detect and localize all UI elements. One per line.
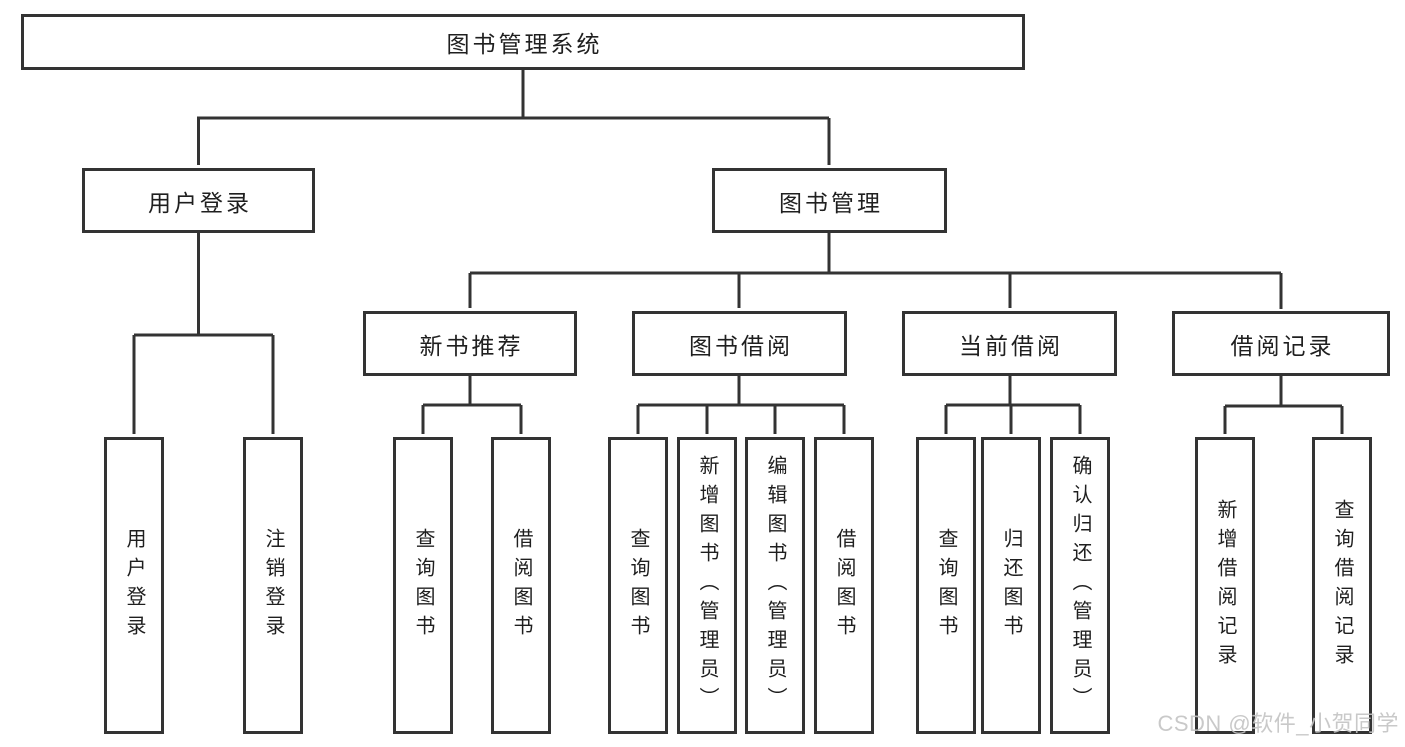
node-library-management-system-label: 图书管理系统 — [446, 31, 603, 57]
node-leaf-recommend-query-book: 查询图书 — [393, 437, 453, 734]
node-leaf-user-login-label: 用户登录 — [123, 527, 145, 644]
node-leaf-user-login: 用户登录 — [104, 437, 164, 734]
connector-trunks — [134, 70, 1342, 408]
node-user-login-branch: 用户登录 — [82, 168, 315, 233]
node-library-management-system: 图书管理系统 — [21, 14, 1025, 70]
node-leaf-current-query-book: 查询图书 — [916, 437, 976, 734]
node-new-book-recommend: 新书推荐 — [363, 311, 577, 376]
node-book-management-branch: 图书管理 — [712, 168, 947, 233]
node-leaf-logout-label: 注销登录 — [262, 527, 284, 644]
connector-arrows — [132, 118, 1344, 434]
node-book-borrowing-label: 图书借阅 — [689, 332, 793, 359]
node-current-borrowing-label: 当前借阅 — [959, 332, 1063, 359]
node-leaf-recommend-borrow-book-label: 借阅图书 — [510, 527, 532, 644]
node-book-management-branch-label: 图书管理 — [779, 189, 883, 216]
node-leaf-confirm-return-admin: 确认归还（管理员） — [1050, 437, 1110, 734]
node-current-borrowing: 当前借阅 — [902, 311, 1117, 376]
csdn-watermark: CSDN @软件_小贺同学 — [1157, 711, 1399, 736]
node-leaf-borrowing-query-book: 查询图书 — [608, 437, 668, 734]
node-leaf-logout: 注销登录 — [243, 437, 303, 734]
node-leaf-add-book-admin: 新增图书（管理员） — [677, 437, 737, 734]
node-leaf-borrowing-query-book-label: 查询图书 — [627, 527, 649, 644]
node-leaf-borrowing-borrow-book-label: 借阅图书 — [833, 527, 855, 644]
node-leaf-edit-book-admin-label: 编辑图书（管理员） — [764, 455, 786, 716]
node-borrowing-records-label: 借阅记录 — [1230, 332, 1335, 359]
node-new-book-recommend-label: 新书推荐 — [419, 332, 524, 359]
node-leaf-return-book-label: 归还图书 — [1000, 527, 1022, 644]
node-leaf-query-borrow-record: 查询借阅记录 — [1312, 437, 1372, 734]
node-user-login-branch-label: 用户登录 — [148, 189, 252, 216]
node-leaf-add-book-admin-label: 新增图书（管理员） — [696, 455, 718, 716]
node-leaf-add-borrow-record: 新增借阅记录 — [1195, 437, 1255, 734]
node-leaf-add-borrow-record-label: 新增借阅记录 — [1214, 498, 1236, 673]
node-leaf-recommend-borrow-book: 借阅图书 — [491, 437, 551, 734]
node-leaf-return-book: 归还图书 — [981, 437, 1041, 734]
node-leaf-current-query-book-label: 查询图书 — [935, 527, 957, 644]
node-leaf-borrowing-borrow-book: 借阅图书 — [814, 437, 874, 734]
node-book-borrowing: 图书借阅 — [632, 311, 847, 376]
node-leaf-query-borrow-record-label: 查询借阅记录 — [1331, 498, 1353, 673]
node-leaf-recommend-query-book-label: 查询图书 — [412, 527, 434, 644]
node-borrowing-records: 借阅记录 — [1172, 311, 1390, 376]
node-leaf-confirm-return-admin-label: 确认归还（管理员） — [1069, 455, 1091, 716]
node-leaf-edit-book-admin: 编辑图书（管理员） — [745, 437, 805, 734]
